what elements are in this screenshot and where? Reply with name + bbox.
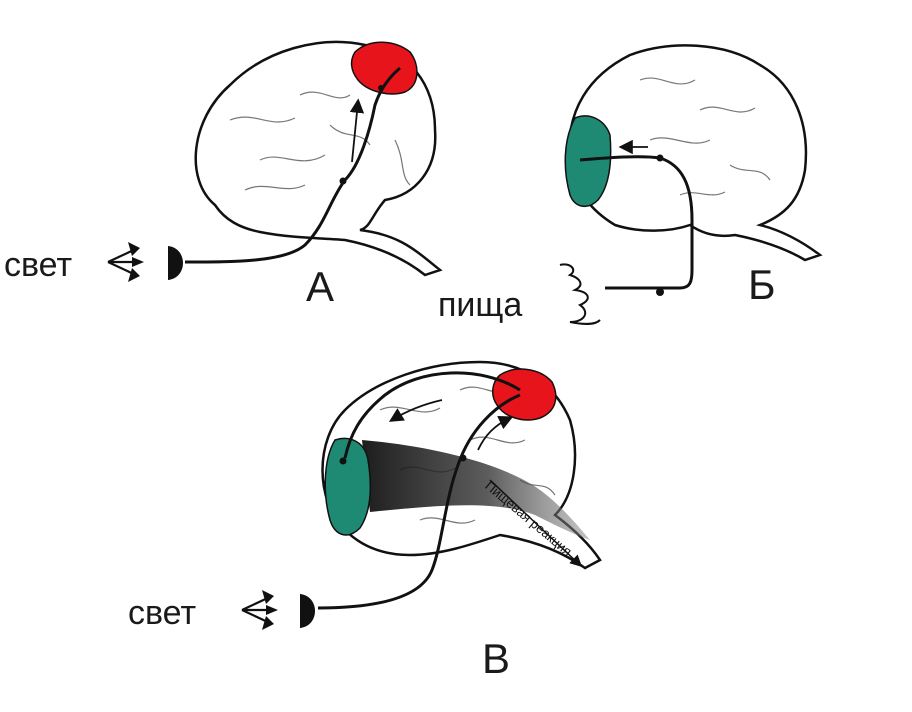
reaction-beam-c (362, 440, 590, 540)
brain-b (568, 44, 823, 262)
temporary-connection-c (343, 371, 521, 459)
arrow-to-center-c (388, 399, 443, 422)
afferent-pathway-b (579, 155, 694, 290)
visual-cortex-c (492, 368, 557, 421)
panel-c (241, 360, 602, 630)
mouth-icon (559, 263, 601, 326)
panel-letter-c: В (482, 635, 511, 682)
visual-cortex-a (350, 41, 418, 95)
panel-b (559, 44, 823, 326)
brain-a (194, 40, 443, 277)
eye-receptor-icon (168, 246, 183, 280)
stimulus-label-c: свет (128, 594, 197, 632)
panel-letter-b: Б (748, 261, 776, 308)
stimulus-label-a: свет (4, 246, 73, 284)
panel-a (107, 40, 443, 282)
upward-arrow-a (349, 98, 365, 163)
eye-receptor-icon (300, 594, 315, 628)
afferent-pathway-c (317, 393, 521, 610)
food-center-b (564, 115, 612, 207)
food-center-c (324, 437, 372, 536)
reaction-arrow-c (489, 479, 583, 568)
light-rays-icon (241, 590, 278, 630)
arrow-up-c (477, 416, 514, 451)
light-rays-icon (107, 242, 144, 282)
stimulus-label-b: пища (438, 286, 523, 324)
panel-letter-a: А (306, 263, 335, 310)
